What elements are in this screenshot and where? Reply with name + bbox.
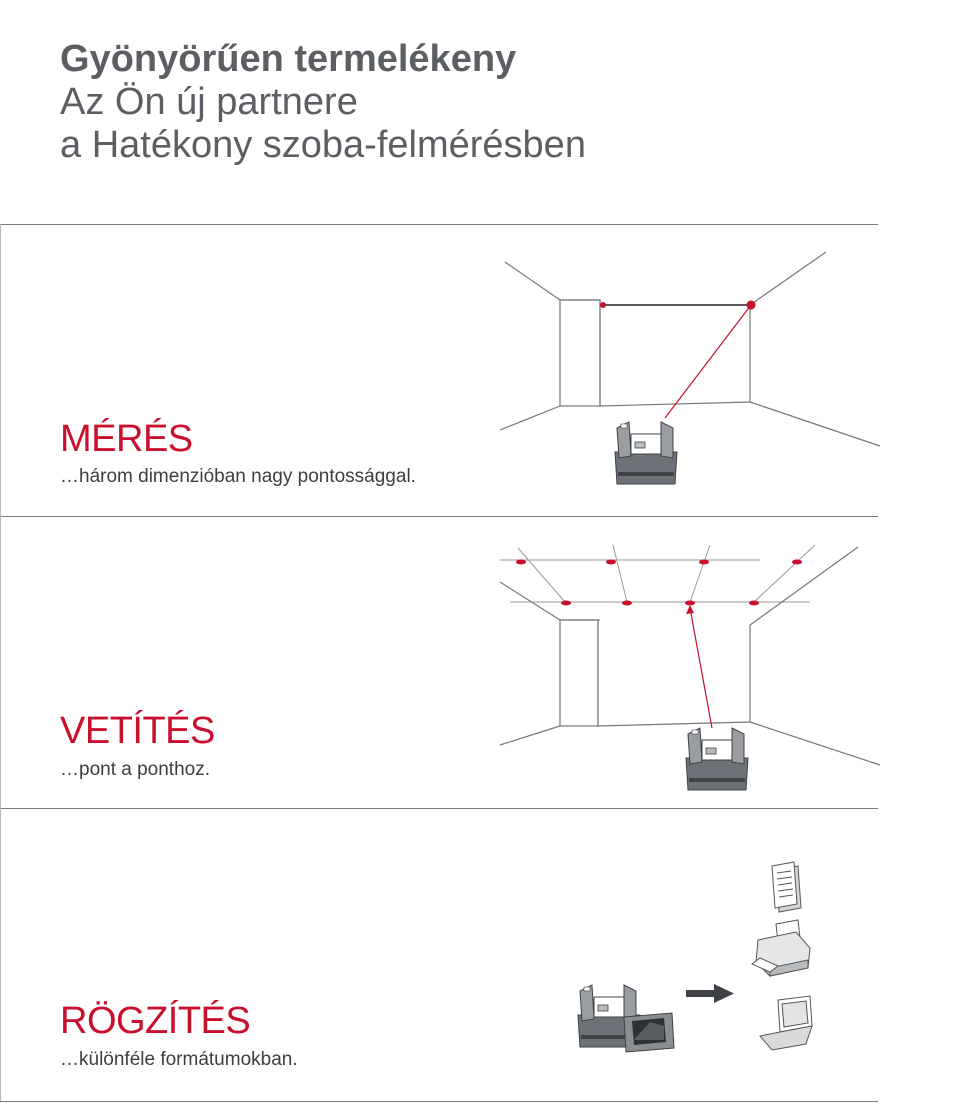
tablet-icon bbox=[623, 1012, 675, 1053]
section-title-project: VETÍTÉS bbox=[60, 710, 215, 752]
arrow-right-icon bbox=[686, 984, 734, 1003]
room-illustration-project bbox=[499, 544, 881, 766]
section-subtitle-measure: …három dimenzióban nagy pontossággal. bbox=[60, 466, 416, 487]
subheadline-2: a Hatékony szoba-felmérésben bbox=[60, 124, 586, 166]
section-title-measure: MÉRÉS bbox=[60, 418, 193, 460]
header: Gyönyörűen termelékeny Az Ön új partnere… bbox=[60, 38, 586, 167]
laptop-icon bbox=[759, 995, 813, 1051]
room-illustration-measure bbox=[499, 251, 881, 447]
left-edge-line bbox=[0, 224, 1, 1101]
document-icon bbox=[771, 861, 802, 913]
divider-2 bbox=[0, 516, 878, 517]
measuring-device-icon-2 bbox=[685, 727, 749, 791]
printer-icon bbox=[751, 919, 811, 978]
section-title-record: RÖGZÍTÉS bbox=[60, 1000, 251, 1042]
headline: Gyönyörűen termelékeny bbox=[60, 38, 517, 80]
divider-1 bbox=[0, 224, 878, 225]
subheadline-1: Az Ön új partnere bbox=[60, 81, 358, 123]
measuring-device-icon bbox=[614, 421, 678, 485]
divider-4 bbox=[0, 1101, 878, 1102]
section-subtitle-project: …pont a ponthoz. bbox=[60, 759, 210, 780]
divider-3 bbox=[0, 808, 878, 809]
section-subtitle-record: …különféle formátumokban. bbox=[60, 1049, 298, 1070]
